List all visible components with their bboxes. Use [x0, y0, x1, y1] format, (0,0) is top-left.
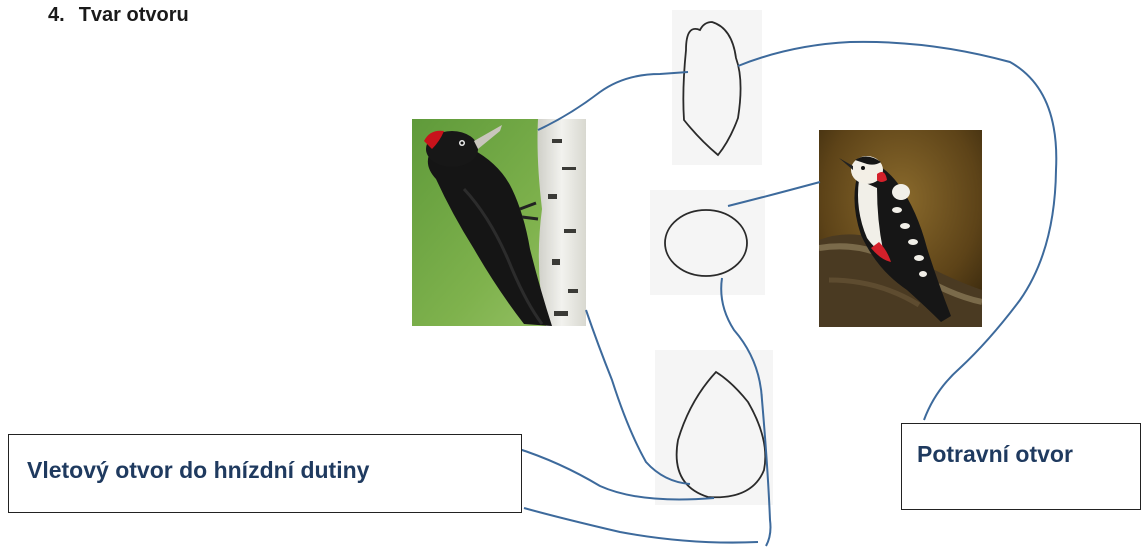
connector-black-to-drop	[585, 309, 691, 485]
connector-elongated-to-feeding	[737, 40, 1058, 421]
scan-background-middle	[650, 190, 765, 295]
black-woodpecker-photo	[412, 119, 586, 326]
connector-black-to-elongated	[537, 71, 689, 131]
nest-entrance-label: Vletový otvor do hnízdní dutiny	[27, 457, 370, 483]
section-heading: 4. Tvar otvoru	[48, 4, 189, 27]
scan-background-bottom	[655, 350, 773, 505]
section-number: 4.	[48, 4, 65, 26]
feeding-hole-label: Potravní otvor	[917, 441, 1073, 467]
great-spotted-woodpecker-photo	[819, 130, 982, 327]
section-title: Tvar otvoru	[78, 4, 189, 26]
connector-nest-to-drop	[515, 447, 715, 501]
elongated-hole-outline	[682, 21, 742, 157]
connector-nest-bottom	[523, 507, 759, 544]
connector-round-to-spotted	[727, 181, 821, 207]
nest-entrance-box: Vletový otvor do hnízdní dutiny	[8, 434, 522, 513]
feeding-hole-box: Potravní otvor	[901, 423, 1141, 510]
drop-hole-outline	[675, 370, 767, 499]
round-hole-outline	[664, 209, 748, 277]
connector-round-to-bottom	[720, 277, 772, 547]
